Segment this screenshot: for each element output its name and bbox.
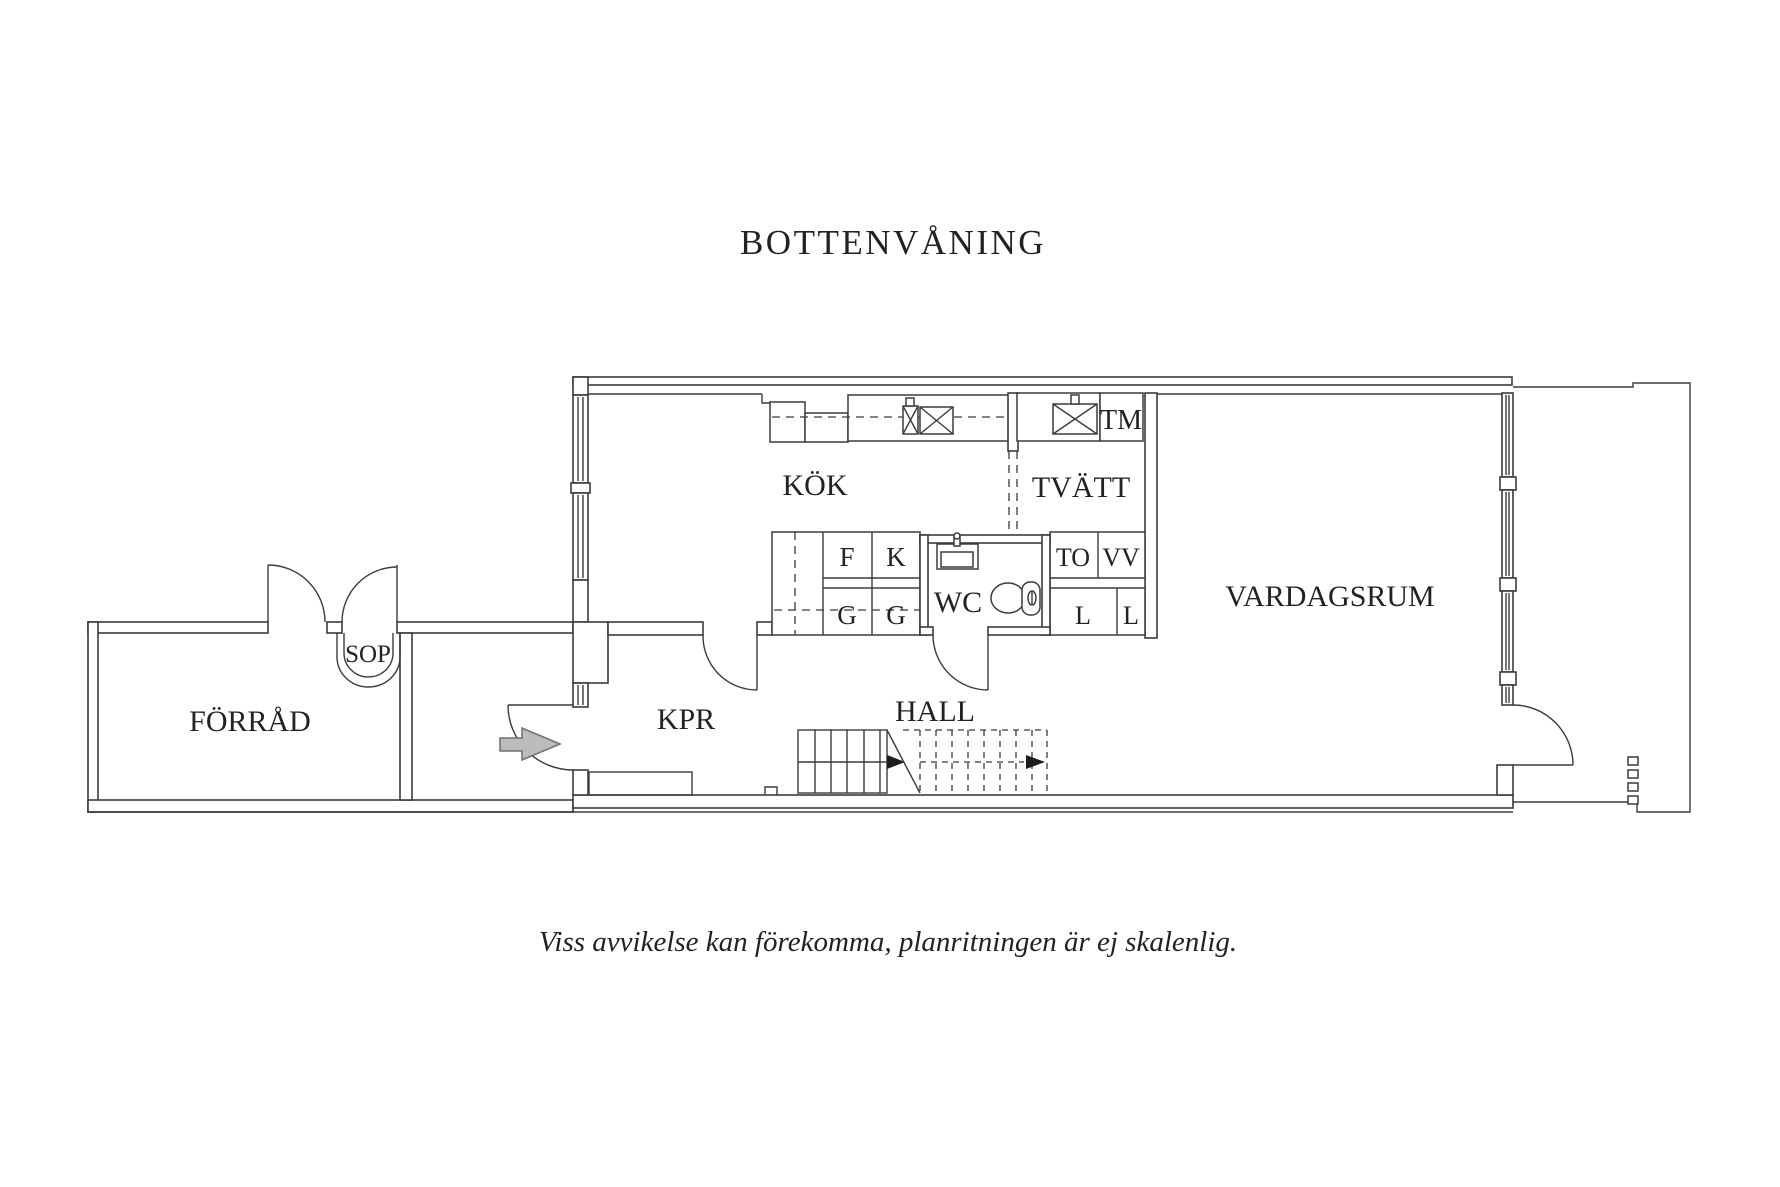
laundry-closets: [1049, 531, 1146, 636]
room-label-hall: HALL: [895, 695, 975, 728]
room-label-kpr: KPR: [657, 703, 715, 736]
room-label-vardagsrum: VARDAGSRUM: [1225, 580, 1435, 613]
window-east-4: [1501, 684, 1514, 706]
room-label-sop: SOP: [345, 641, 391, 668]
laundry: TM TVÄTT TO VV L L: [1007, 392, 1146, 636]
tvatt-vardagsrum-wall: [1144, 392, 1158, 639]
annex-bottom-wall: [87, 799, 574, 813]
annex-outbuilding: FÖRRÅD SOP: [87, 564, 574, 813]
wc-door: [932, 634, 989, 691]
kitchen-counter: [769, 401, 806, 443]
stairs-upper-dashed: [903, 729, 1048, 793]
cabinet-label-f: F: [839, 542, 854, 572]
kitchen: F K G G KÖK: [769, 394, 1143, 636]
kok-door: [702, 634, 758, 691]
room-label-forrad: FÖRRÅD: [189, 705, 311, 738]
sop-enclosure: [336, 633, 401, 688]
kpr-bench: [588, 771, 693, 796]
cabinet-label-k: K: [886, 542, 906, 572]
terrace-post: [1627, 756, 1639, 766]
label-tm: TM: [1100, 405, 1142, 436]
window-west-3: [572, 682, 589, 708]
annex-left-wall: [87, 621, 99, 813]
annex-divider-wall: [399, 632, 413, 801]
west-wall: [570, 376, 609, 796]
terrace: [1513, 382, 1691, 813]
window-east-2: [1501, 489, 1514, 579]
entrance: [499, 704, 574, 771]
closet-label-to: TO: [1056, 543, 1090, 572]
room-label-kok: KÖK: [783, 469, 848, 502]
kitchen-counter: [804, 412, 849, 443]
south-wall: [572, 794, 1514, 809]
washing-machine: [1099, 392, 1144, 442]
terrace-post: [1627, 795, 1639, 805]
stair-break-line: [886, 729, 921, 794]
hob-icon: [902, 397, 954, 435]
laundry-sink-icon: [1052, 394, 1098, 435]
kok-kpr-wall-stub: [756, 621, 773, 636]
annex-door-post: [326, 621, 343, 634]
window-west-2: [572, 492, 589, 581]
hall-stairs: HALL KPR: [657, 695, 1048, 794]
room-label-wc: WC: [934, 586, 982, 619]
east-window-wall: [1496, 392, 1517, 796]
window-west-1: [572, 394, 589, 484]
page-title: BOTTENVÅNING: [740, 223, 1046, 262]
main-building-shell: [88, 376, 1574, 813]
closet-label-l1: L: [1075, 601, 1091, 630]
kok-kpr-wall: [607, 621, 704, 636]
storage-double-door: [267, 564, 398, 623]
kitchen-cabinets: [771, 531, 921, 636]
cabinet-label-g2: G: [886, 600, 906, 630]
cabinet-label-g1: G: [837, 600, 857, 630]
interior-walls: [588, 392, 1158, 796]
closet-label-vv: VV: [1102, 543, 1140, 572]
window-east-3: [1501, 590, 1514, 673]
terrace-post: [1627, 782, 1639, 792]
annex-top-wall-left: [87, 621, 269, 634]
disclaimer-note: Viss avvikelse kan förekomma, planritnin…: [539, 926, 1237, 958]
wc-sink-icon: [936, 532, 979, 570]
stair-arrow-icon: [887, 755, 905, 769]
terrace-post: [1627, 769, 1639, 779]
annex-top-wall-right: [396, 621, 574, 634]
closet-label-l2: L: [1123, 601, 1139, 630]
toilet-icon: [990, 581, 1041, 616]
terrace-door: [1512, 704, 1574, 766]
room-label-tvatt: TVÄTT: [1032, 471, 1130, 504]
wc-room: WC: [919, 532, 1051, 691]
stair-arrow-icon: [1026, 755, 1045, 769]
entry-arrow-icon: [499, 726, 562, 762]
window-east-1: [1501, 392, 1514, 478]
north-wall: [572, 376, 1513, 386]
wall-notch: [764, 786, 778, 795]
